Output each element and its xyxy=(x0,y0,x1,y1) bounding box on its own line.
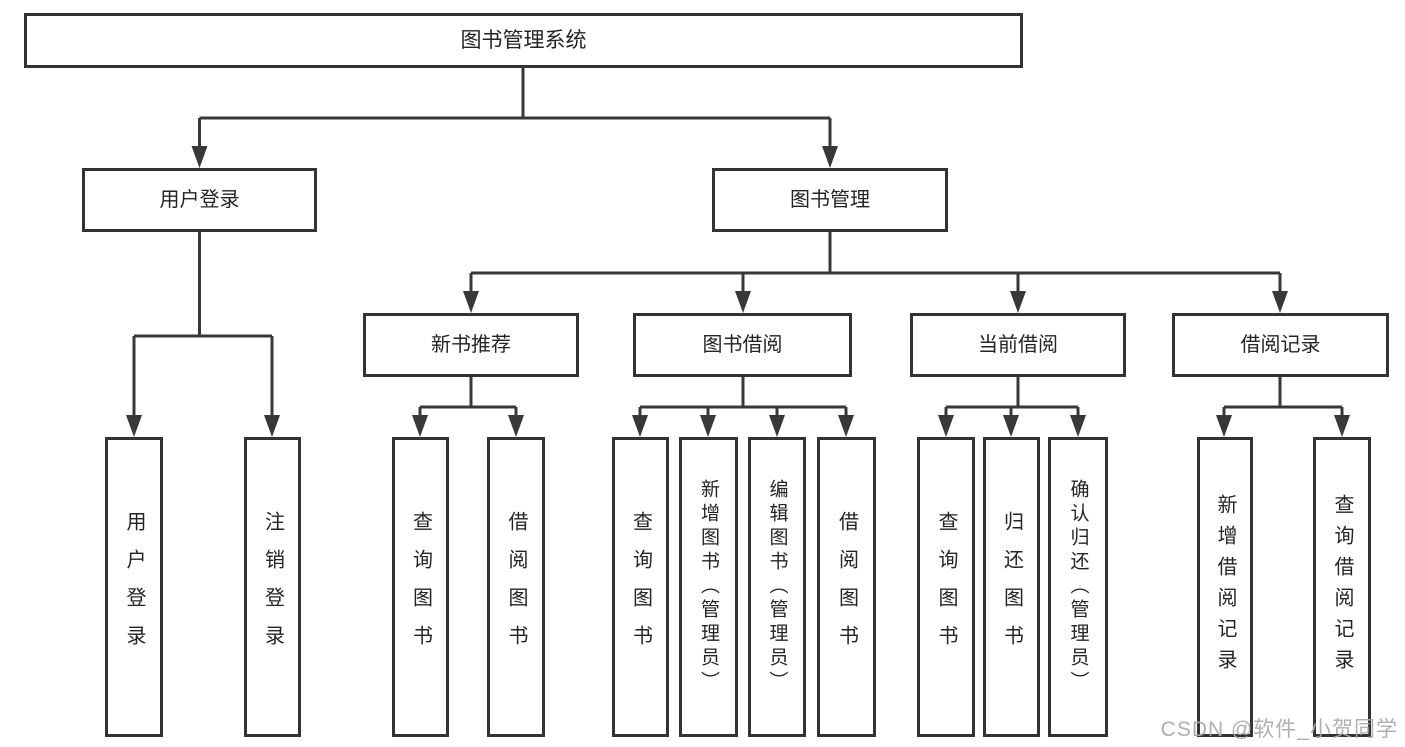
node-current-borrow: 当前借阅 xyxy=(910,313,1126,377)
node-logout: 注销登录 xyxy=(244,437,301,737)
node-bb-query-book: 查询图书 xyxy=(612,437,669,737)
new-book-children-connector xyxy=(412,377,524,437)
node-borrow-records: 借阅记录 xyxy=(1172,313,1389,377)
level3-connector xyxy=(463,232,1288,313)
node-bb-edit-book-admin: 编辑图书（管理员） xyxy=(748,437,806,737)
node-user-login: 用户登录 xyxy=(82,168,317,232)
node-login: 用户登录 xyxy=(105,437,163,737)
node-nb-borrow-book: 借阅图书 xyxy=(487,437,545,737)
node-cb-confirm-return-admin: 确认归还（管理员） xyxy=(1048,437,1108,737)
node-cb-return-book: 归还图书 xyxy=(983,437,1040,737)
node-cb-query-book: 查询图书 xyxy=(917,437,975,737)
csdn-watermark: CSDN @软件_小贺同学 xyxy=(1160,718,1398,741)
level2-connector xyxy=(191,68,838,168)
node-new-book-recommend: 新书推荐 xyxy=(363,313,579,377)
user-login-children-connector xyxy=(126,232,280,437)
node-book-borrow: 图书借阅 xyxy=(633,313,852,377)
current-borrow-children-connector xyxy=(938,377,1086,437)
node-br-add-record: 新增借阅记录 xyxy=(1197,437,1253,737)
node-bb-add-book-admin: 新增图书（管理员） xyxy=(679,437,738,737)
node-root: 图书管理系统 xyxy=(24,13,1023,68)
node-br-query-record: 查询借阅记录 xyxy=(1313,437,1371,737)
borrow-records-children-connector xyxy=(1216,377,1350,437)
node-nb-query-book: 查询图书 xyxy=(392,437,449,737)
node-bb-borrow-book: 借阅图书 xyxy=(817,437,876,737)
book-borrow-children-connector xyxy=(632,377,854,437)
node-book-management: 图书管理 xyxy=(712,168,948,232)
